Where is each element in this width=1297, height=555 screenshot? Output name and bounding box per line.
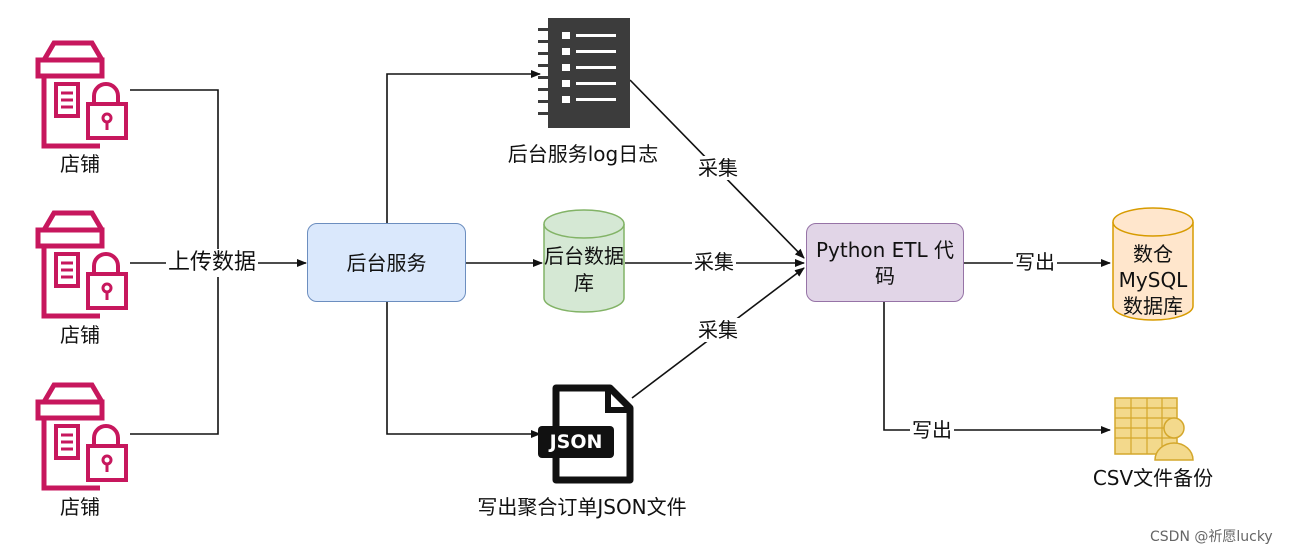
- store-label: 店铺: [60, 152, 100, 176]
- store-icon: [35, 210, 128, 319]
- csv-backup-label: CSV文件备份: [1092, 466, 1214, 490]
- collect-connectors: [625, 79, 805, 399]
- store-icon: [35, 40, 128, 149]
- json-icon-text: JSON: [549, 431, 603, 453]
- mysql-cylinder: [1112, 207, 1194, 321]
- store-icon: [35, 382, 128, 491]
- collect-json-label: 采集: [696, 318, 740, 342]
- backend-service-node: 后台服务: [307, 223, 466, 302]
- collect-log-label: 采集: [696, 156, 740, 180]
- store-label: 店铺: [60, 323, 100, 347]
- json-file-icon: [538, 384, 634, 484]
- python-etl-node: Python ETL 代码: [806, 223, 964, 302]
- backend-db-label: 后台数据库: [544, 244, 624, 295]
- mysql-label: 数仓MySQL数据库: [1118, 242, 1188, 318]
- upload-data-label: 上传数据: [166, 249, 259, 277]
- backend-db-cylinder: [543, 209, 625, 313]
- write-mysql-label: 写出: [1013, 250, 1057, 274]
- store-label: 店铺: [60, 495, 100, 519]
- log-file-icon: [538, 18, 630, 128]
- collect-db-label: 采集: [692, 250, 736, 274]
- json-file-label: 写出聚合订单JSON文件: [477, 495, 687, 519]
- csv-spreadsheet-icon: [1114, 397, 1194, 461]
- watermark: CSDN @祈愿lucky: [1150, 529, 1273, 545]
- write-csv-label: 写出: [910, 418, 954, 442]
- service-connectors: [386, 70, 543, 438]
- backend-log-label: 后台服务log日志: [507, 142, 659, 166]
